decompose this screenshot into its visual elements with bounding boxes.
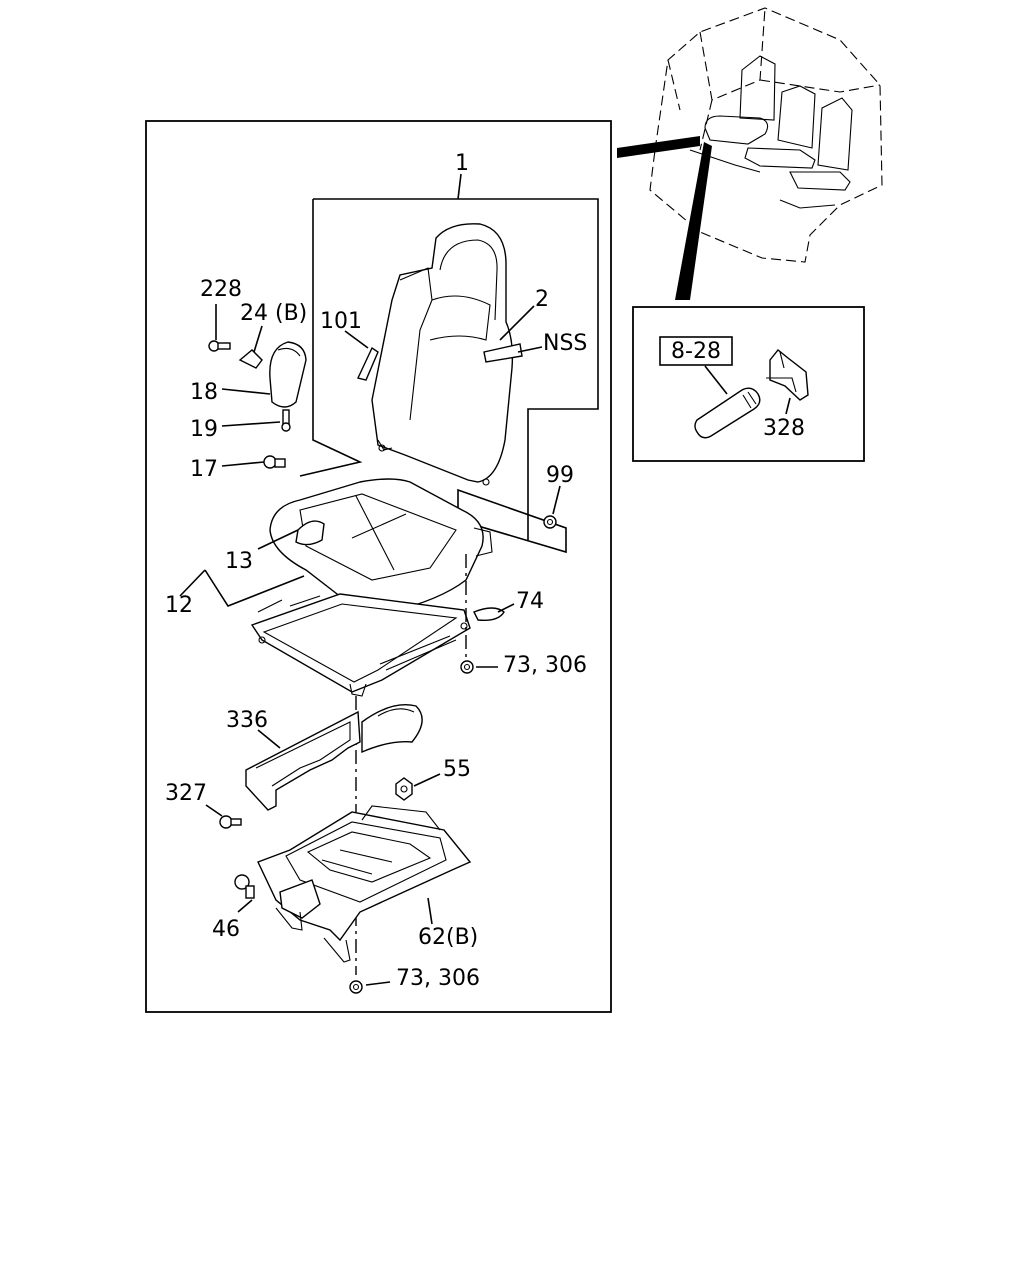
callout-328: 328 [763,416,805,441]
lever-101 [357,346,379,381]
callout-74: 74 [516,589,544,614]
callout-24b: 24 (B) [240,301,307,326]
handle-74 [473,607,505,622]
cylinder-part-8-28 [694,387,761,439]
seat-cushion [269,478,493,614]
nut-73-306-bottom [349,980,363,994]
callout-17: 17 [190,457,218,482]
callout-46: 46 [212,917,240,942]
callout-336: 336 [226,708,268,733]
inset-panel: 8-28 328 [632,306,865,462]
strap-13 [295,520,325,546]
assembly-outline [299,198,599,540]
callout-73-306-bottom: 73, 306 [396,966,480,991]
callout-13: 13 [225,549,253,574]
leader-wedge-down [675,142,712,300]
nss-strap [483,343,523,363]
screw-19 [281,409,291,432]
nut-73-306-top [460,660,474,674]
callout-nss: NSS [543,331,587,356]
base-frame-62b [257,805,472,963]
slide-rail-frame [250,593,471,697]
callout-99: 99 [546,463,574,488]
cab-overview-illustration [617,7,883,300]
callout-2: 2 [535,287,549,312]
cover-336 [245,704,423,811]
callout-327: 327 [165,781,207,806]
bracket-24b [238,349,263,369]
callout-101: 101 [320,309,362,334]
callout-1: 1 [455,151,469,176]
bolt-17 [263,455,286,469]
nut-55 [395,777,413,801]
ref-box-8-28 [659,336,733,366]
leader-wedge-left [617,136,700,158]
clip-part-328 [769,349,809,401]
bolt-46 [234,874,255,899]
ref-box-label: 8-28 [671,339,721,364]
callout-12: 12 [165,593,193,618]
screw-327 [219,815,242,829]
callout-18: 18 [190,380,218,405]
callout-62b: 62(B) [418,925,478,950]
cover-18 [269,341,307,408]
bolt-228 [208,340,231,352]
callout-73-306-top: 73, 306 [503,653,587,678]
seat-back [371,223,523,486]
washer-99 [543,515,557,529]
callout-55: 55 [443,757,471,782]
main-frame [145,120,612,1013]
bracket-block [279,879,321,919]
callout-228: 228 [200,277,242,302]
callout-19: 19 [190,417,218,442]
